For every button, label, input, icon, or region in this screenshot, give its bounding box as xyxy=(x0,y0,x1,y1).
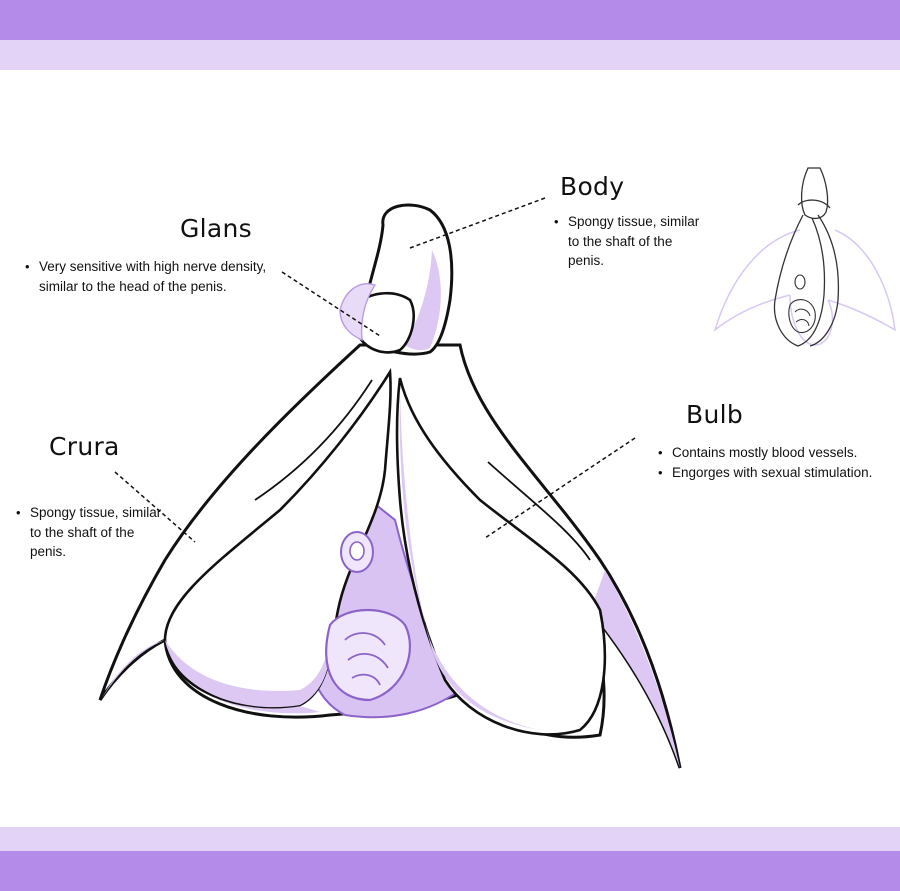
bulb-leader xyxy=(484,437,636,539)
glans-bullet: Very sensitive with high nerve density, … xyxy=(25,257,295,296)
bulb-title: Bulb xyxy=(686,400,744,429)
inner-contour-left xyxy=(254,379,373,501)
crura-description: Spongy tissue, similar to the shaft of t… xyxy=(16,503,166,562)
vaginal-folds xyxy=(344,632,389,686)
bottom-band-light xyxy=(0,827,900,851)
left-bulb-shade xyxy=(165,640,331,708)
top-band-light xyxy=(0,40,900,70)
reference-sketch xyxy=(713,167,896,347)
glans-title: Glans xyxy=(180,214,253,243)
body-leader xyxy=(409,197,546,249)
body-shade xyxy=(405,250,441,351)
glans-leader xyxy=(281,271,381,337)
top-band-dark xyxy=(0,0,900,40)
body-description: Spongy tissue, similar to the shaft of t… xyxy=(554,212,704,271)
body-title: Body xyxy=(560,172,625,201)
urethral-opening-inner xyxy=(349,541,365,561)
bulb-bullet-1: Contains mostly blood vessels. xyxy=(658,443,898,463)
crura-leader xyxy=(114,471,196,543)
bulb-bullet-2: Engorges with sexual stimulation. xyxy=(658,463,898,483)
inner-contour-right xyxy=(487,461,591,561)
right-bulb xyxy=(395,377,607,736)
glans-description: Very sensitive with high nerve density, … xyxy=(25,257,295,296)
crura-title: Crura xyxy=(49,432,120,461)
glans-hood xyxy=(339,283,377,342)
right-crus-shade xyxy=(590,570,680,768)
body-bullet: Spongy tissue, similar to the shaft of t… xyxy=(554,212,704,271)
crura-bullet: Spongy tissue, similar to the shaft of t… xyxy=(16,503,166,562)
bottom-band-dark xyxy=(0,851,900,891)
bulb-description: Contains mostly blood vessels. Engorges … xyxy=(658,443,898,482)
